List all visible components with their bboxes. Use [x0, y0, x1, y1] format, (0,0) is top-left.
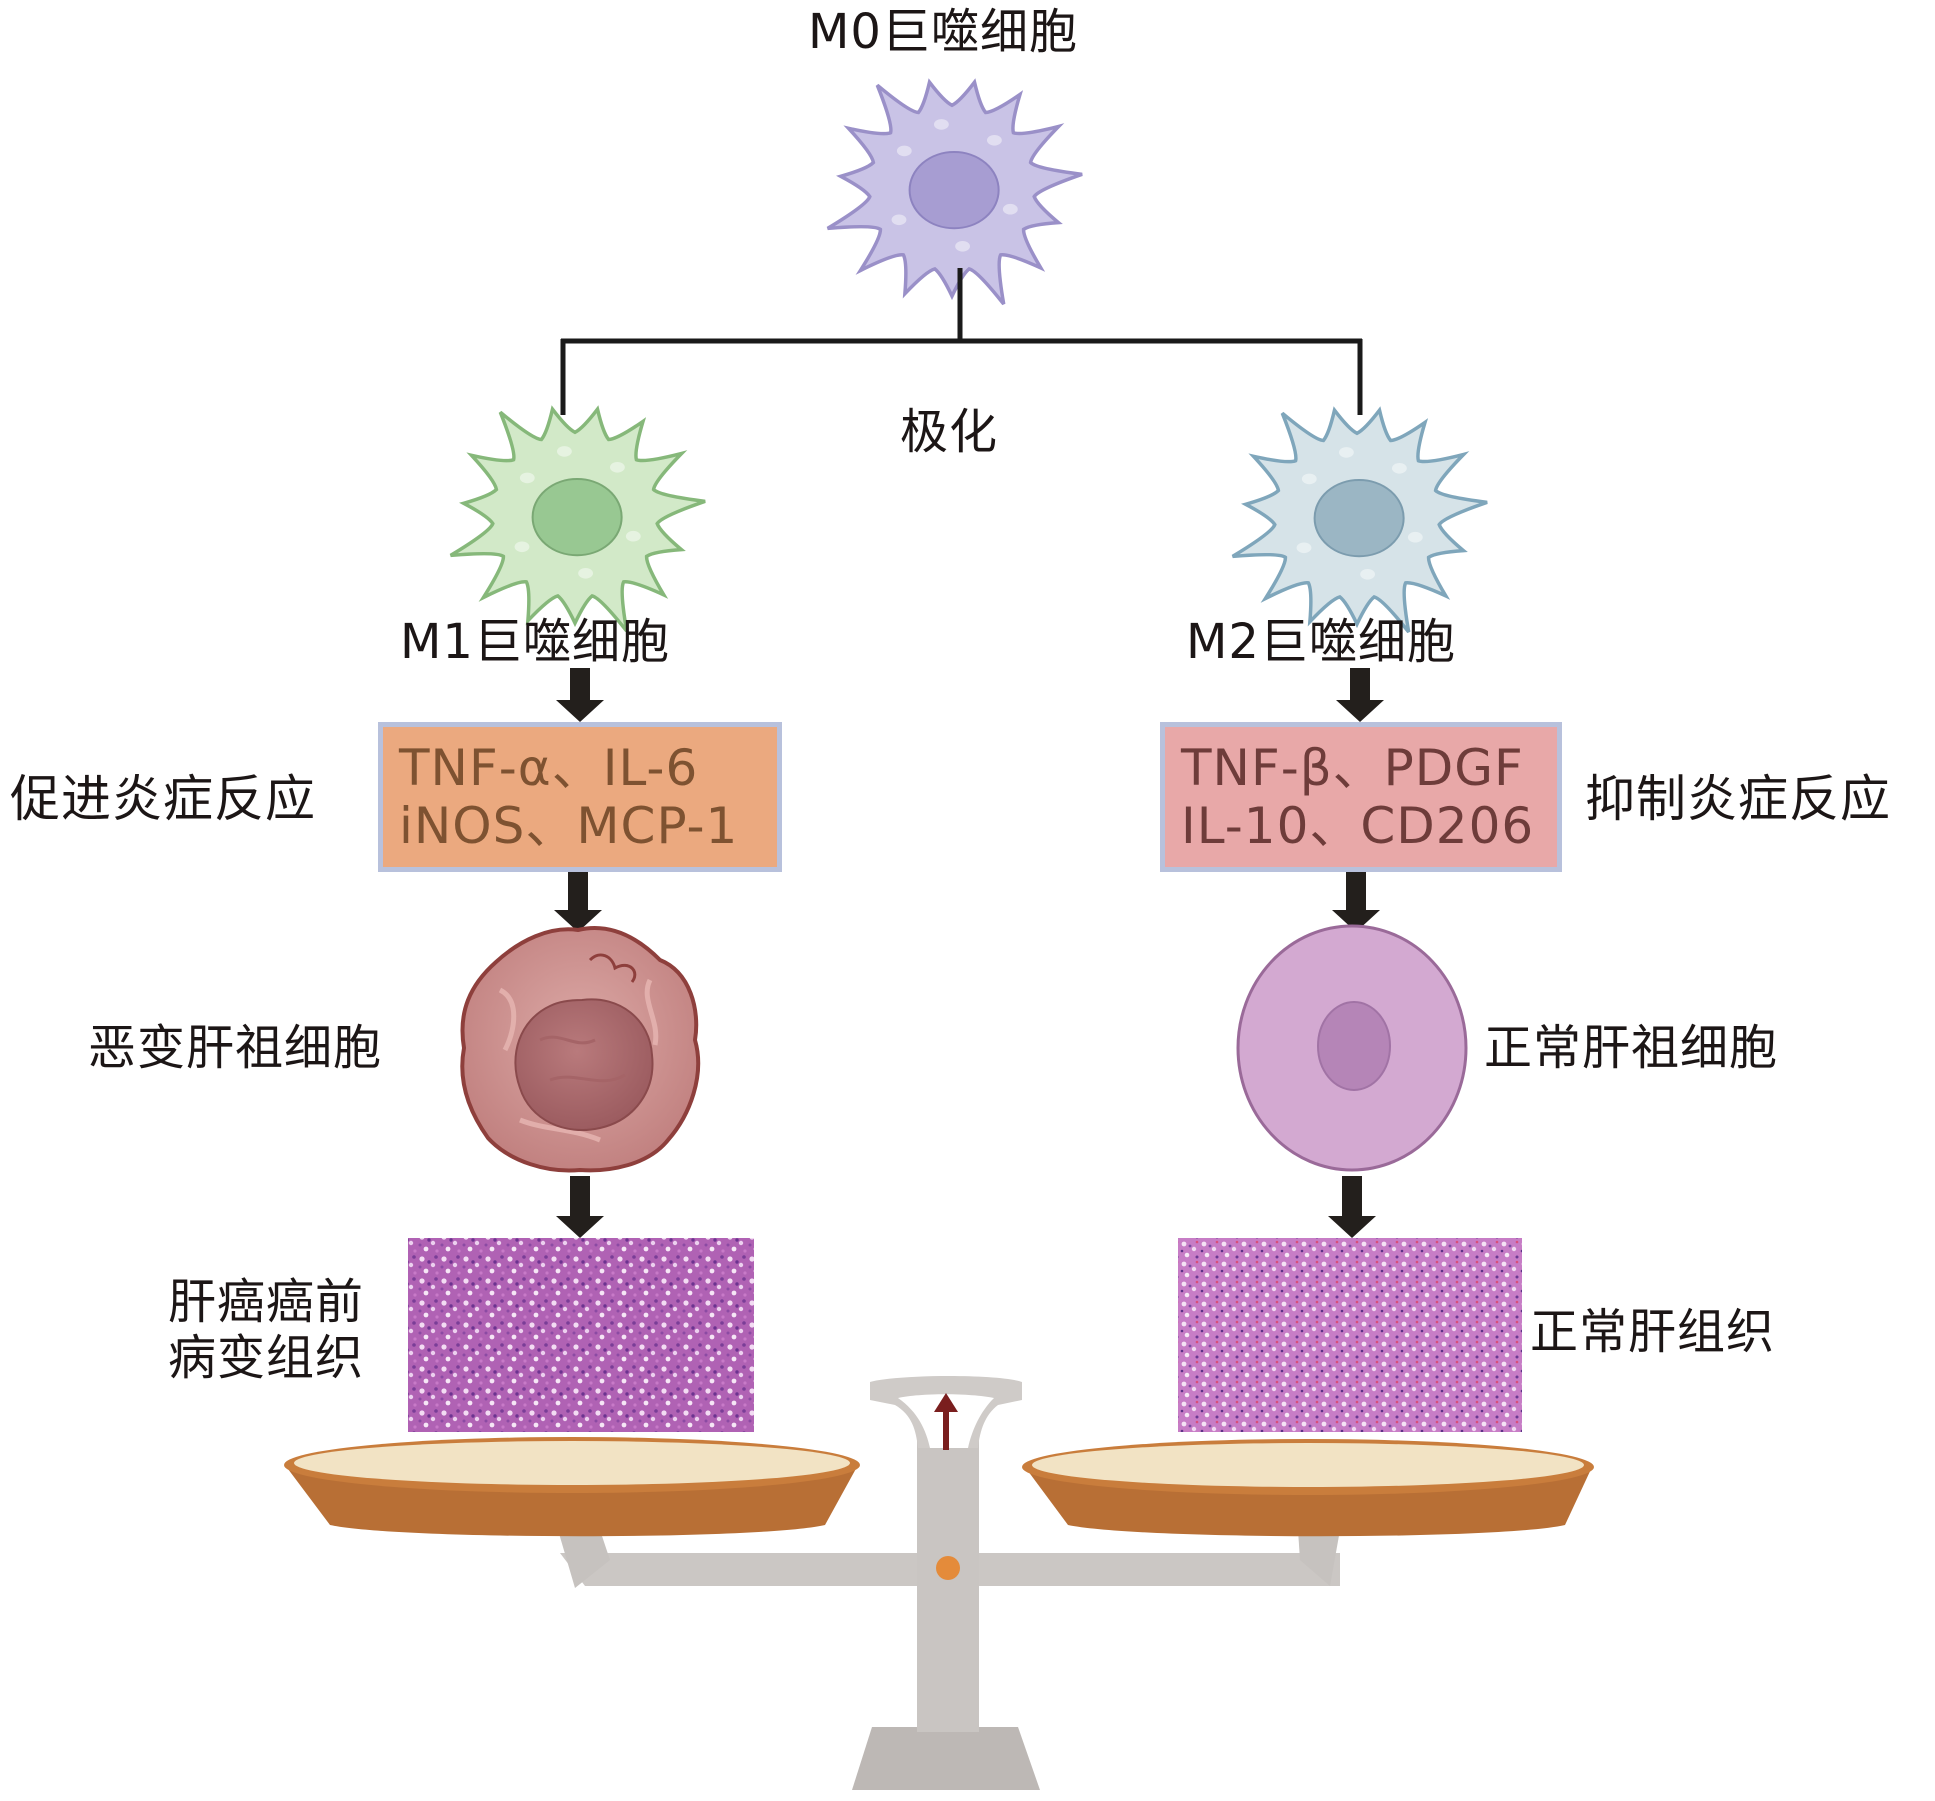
m1-cytokine-box: TNF-α、IL-6 iNOS、MCP-1 — [378, 722, 782, 872]
m2-macrophage-label: M2巨噬细胞 — [1186, 614, 1456, 670]
m2-factor-line: TNF-β、PDGF — [1181, 739, 1524, 797]
vesicle — [955, 241, 971, 252]
vesicle — [933, 119, 949, 130]
vesicle — [1301, 473, 1317, 485]
vesicle — [1296, 542, 1312, 554]
down-arrow-icon — [554, 872, 602, 932]
vesicle — [1407, 531, 1423, 543]
left-pan — [284, 1437, 860, 1537]
normal-liver-tissue-label: 正常肝组织 — [1530, 1304, 1776, 1360]
suppress-inflammation-label: 抑制炎症反应 — [1585, 770, 1891, 828]
precancerous-tissue-image — [408, 1238, 754, 1432]
normal-liver-tissue-image — [1178, 1238, 1522, 1432]
precancerous-tissue-label-line1: 肝癌癌前 — [168, 1274, 365, 1330]
m1-macrophage-label: M1巨噬细胞 — [400, 614, 670, 670]
m0-macrophage-icon — [826, 78, 1083, 306]
nucleus — [1313, 478, 1405, 558]
nucleus — [531, 477, 623, 557]
scale-pivot — [936, 1556, 960, 1580]
polarization-label: 极化 — [900, 404, 999, 460]
vesicle — [896, 145, 912, 157]
down-arrow-icon — [556, 1176, 604, 1238]
vesicle — [514, 541, 530, 553]
vesicle — [625, 530, 641, 542]
m1-factor-line: iNOS、MCP-1 — [399, 797, 739, 855]
normal-progenitor-cell-icon — [1236, 924, 1468, 1172]
m2-factor-line: IL-10、CD206 — [1181, 797, 1535, 855]
m1-factor-line: TNF-α、IL-6 — [399, 739, 699, 797]
m0-macrophage-label: M0巨噬细胞 — [808, 4, 1078, 60]
m2-macrophage-icon — [1231, 406, 1488, 634]
polarization-connector — [560, 268, 1363, 415]
vesicle — [1360, 569, 1376, 580]
balance-scale-icon — [558, 1376, 1340, 1790]
vesicle — [519, 472, 535, 484]
vesicle — [578, 568, 594, 579]
vesicle — [1391, 463, 1407, 474]
down-arrow-icon — [1328, 1176, 1376, 1238]
vesicle — [891, 214, 907, 226]
down-arrow-icon — [1336, 668, 1384, 722]
malignant-progenitor-label: 恶变肝祖细胞 — [88, 1020, 383, 1076]
vesicle — [1338, 447, 1354, 458]
down-arrow-icon — [556, 668, 604, 722]
vesicle — [556, 446, 572, 457]
nucleus — [908, 150, 1000, 230]
m1-macrophage-icon — [449, 405, 706, 633]
vesicle — [986, 135, 1002, 146]
promote-inflammation-label: 促进炎症反应 — [10, 770, 316, 828]
precancerous-tissue-label-line2: 病变组织 — [168, 1330, 365, 1386]
vesicle — [1002, 203, 1018, 215]
down-arrow-icon — [1332, 872, 1380, 932]
malignant-progenitor-cell-icon — [460, 926, 701, 1173]
right-pan — [1022, 1439, 1594, 1537]
vesicle — [609, 462, 625, 473]
normal-progenitor-label: 正常肝祖细胞 — [1484, 1020, 1779, 1076]
m2-cytokine-box: TNF-β、PDGF IL-10、CD206 — [1160, 722, 1562, 872]
